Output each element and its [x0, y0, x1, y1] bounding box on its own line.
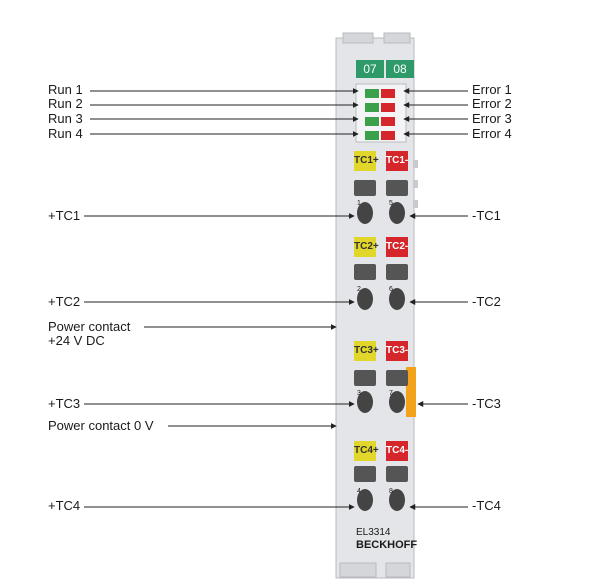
label-tc1-minus: -TC1	[472, 208, 501, 223]
label-error-3: Error 3	[472, 111, 512, 126]
pin-7: 7	[389, 390, 393, 397]
pin-5: 5	[389, 200, 393, 207]
label-tc3-plus: +TC3	[48, 396, 81, 411]
pin-8: 8	[389, 488, 393, 495]
tc2-plus-tag: TC2+	[354, 237, 379, 257]
led-error-3	[381, 117, 395, 126]
label-power-24v-dc: +24 V DC	[48, 333, 105, 348]
tc1-plus-tag: TC1+	[354, 151, 379, 171]
label-tc2-minus: -TC2	[472, 294, 501, 309]
led-run-4	[365, 131, 379, 140]
pin-3: 3	[357, 390, 361, 397]
led-array	[365, 89, 395, 140]
label-tc4-minus: -TC4	[472, 498, 501, 513]
tc4-minus-tag: TC4-	[386, 441, 408, 461]
terminal-housing	[335, 32, 418, 579]
brand-logo: BECKHOFF	[356, 539, 418, 551]
pin-6: 6	[389, 286, 393, 293]
channel-badge-1: 07	[356, 60, 384, 78]
led-run-1	[365, 89, 379, 98]
pin-4: 4	[357, 488, 361, 495]
label-tc1-plus: +TC1	[48, 208, 81, 223]
tc3-plus-tag: TC3+	[354, 341, 379, 361]
led-error-2	[381, 103, 395, 112]
label-run-2: Run 2	[48, 96, 83, 111]
label-power-contact-0v: Power contact 0 V	[48, 418, 154, 433]
label-run-4: Run 4	[48, 126, 83, 141]
label-error-1: Error 1	[472, 82, 512, 97]
tc2-minus-tag: TC2-	[386, 237, 408, 257]
label-error-4: Error 4	[472, 126, 512, 141]
led-run-3	[365, 117, 379, 126]
label-run-3: Run 3	[48, 111, 83, 126]
label-tc4-plus: +TC4	[48, 498, 81, 513]
model-label: EL3314	[356, 527, 391, 538]
pin-2: 2	[357, 286, 361, 293]
label-error-2: Error 2	[472, 96, 512, 111]
pin-1: 1	[357, 200, 361, 207]
led-error-1	[381, 89, 395, 98]
leader-lines	[84, 88, 468, 510]
terminal-slots	[354, 180, 408, 511]
label-tc3-minus: -TC3	[472, 396, 501, 411]
label-run-1: Run 1	[48, 82, 83, 97]
tc1-minus-tag: TC1-	[386, 151, 408, 171]
label-power-contact-24v: Power contact	[48, 319, 131, 334]
tc3-minus-tag: TC3-	[386, 341, 408, 361]
led-error-4	[381, 131, 395, 140]
power-contact-accent	[406, 367, 416, 417]
label-tc2-plus: +TC2	[48, 294, 81, 309]
channel-badge-2: 08	[386, 60, 414, 78]
tc4-plus-tag: TC4+	[354, 441, 379, 461]
led-run-2	[365, 103, 379, 112]
